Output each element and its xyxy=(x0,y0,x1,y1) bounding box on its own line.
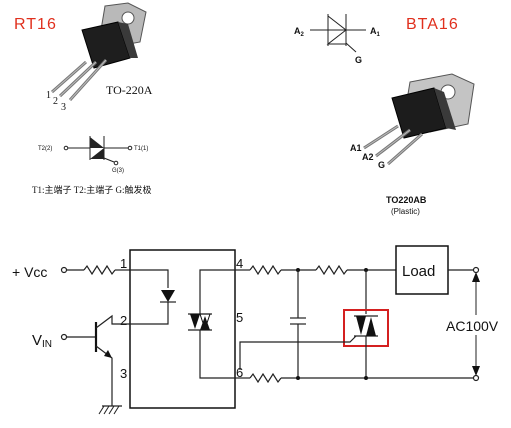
pin-label-1: 1 xyxy=(46,90,51,101)
pin-label-3: 3 xyxy=(61,102,66,113)
t1-terminal-label: T1(1) xyxy=(134,146,148,152)
g-terminal-label: G xyxy=(355,55,362,65)
vcc-terminal xyxy=(60,266,68,274)
a1-terminal-label: A1 xyxy=(370,26,381,38)
rt16-title: RT16 xyxy=(14,16,57,33)
pin-6-label: 6 xyxy=(236,365,243,380)
vin-label: VIN xyxy=(32,332,52,350)
ac-bottom-terminal xyxy=(472,374,480,382)
led-diode-symbol xyxy=(161,290,175,302)
vcc-label: + Vcc xyxy=(12,264,47,280)
pin-2-label: 2 xyxy=(120,313,127,328)
package-g-label: G xyxy=(378,160,385,170)
external-triac-symbol xyxy=(366,317,376,336)
transistor-collector xyxy=(95,314,130,329)
package-a1-label: A1 xyxy=(350,143,362,153)
pin-label-2: 2 xyxy=(53,96,58,107)
bta16-triac-symbol xyxy=(310,14,366,53)
gate-drive-wire xyxy=(239,335,357,370)
pin-1-label: 1 xyxy=(120,256,127,271)
pin-5-label: 5 xyxy=(236,310,243,325)
t2-terminal-label: T2(2) xyxy=(38,146,52,152)
load-label: Load xyxy=(402,263,435,280)
package-note: (Plastic) xyxy=(391,207,420,216)
ac100v-label: AC100V xyxy=(446,318,499,334)
vcc-resistor xyxy=(83,264,116,276)
optocoupler-box xyxy=(129,249,236,409)
a2-terminal-label: A2 xyxy=(294,26,305,38)
pin6-resistor xyxy=(249,372,282,384)
package-a2-label: A2 xyxy=(362,152,374,162)
vin-terminal xyxy=(60,333,68,341)
ac-top-terminal xyxy=(472,266,480,274)
to220a-package-drawing xyxy=(51,2,147,102)
gate-resistor xyxy=(315,264,348,276)
gate-terminal-label: G(3) xyxy=(112,168,124,174)
internal-triac-symbol xyxy=(200,316,210,330)
to220a-package-label: TO-220A xyxy=(106,83,153,97)
to220ab-package-drawing xyxy=(363,73,475,166)
to220ab-package-label: TO220AB xyxy=(386,195,427,205)
pin-3-label: 3 xyxy=(120,366,127,381)
rt16-triac-symbol: T2(2) T1(1) G(3) xyxy=(38,136,148,174)
terminal-legend: T1:主端子 T2:主端子 G:触发极 xyxy=(32,184,152,195)
bta16-title: BTA16 xyxy=(406,16,459,33)
pin4-resistor xyxy=(249,264,282,276)
pin-4-label: 4 xyxy=(236,256,243,271)
optotriac-drive-schematic: + Vcc 1 2 3 4 5 6 VIN xyxy=(12,245,510,415)
